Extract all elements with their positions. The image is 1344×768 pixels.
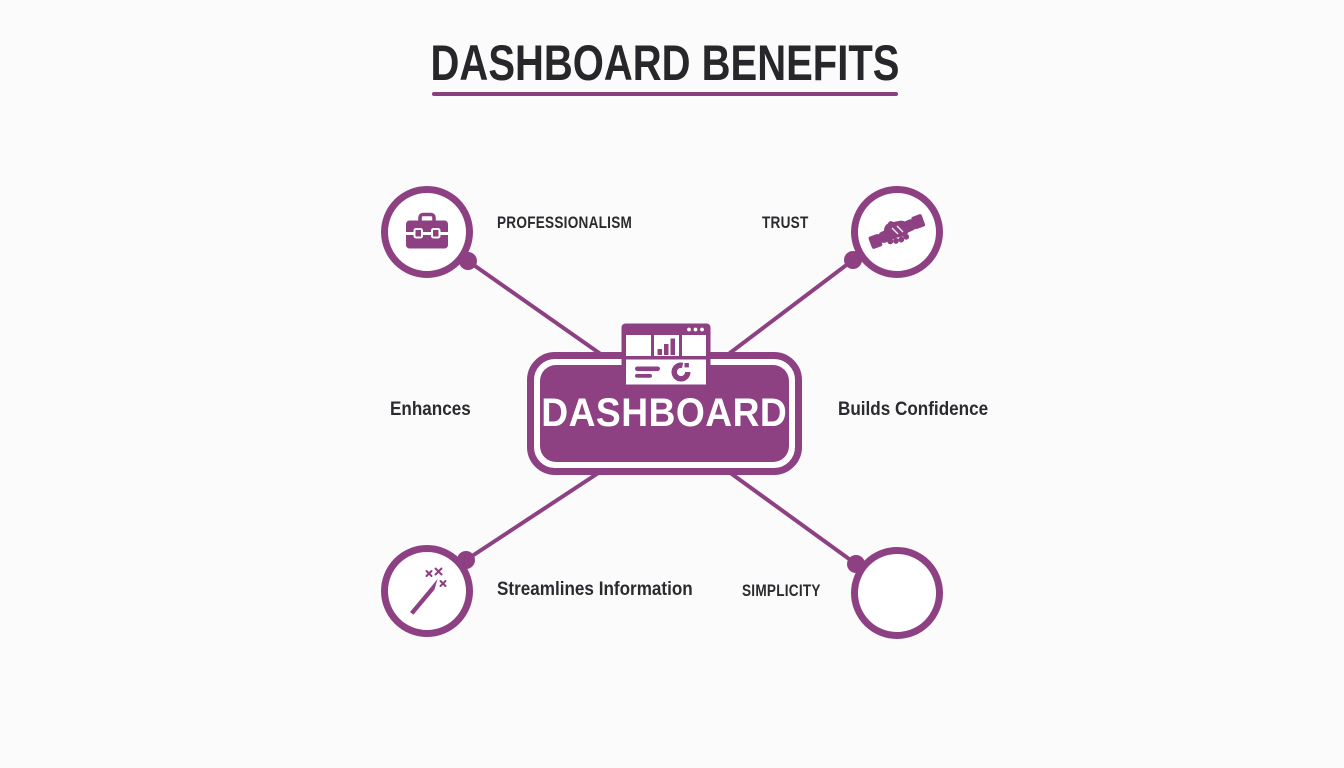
node-circle-trust <box>851 186 943 278</box>
label-enhances: Enhances <box>390 399 471 420</box>
node-circle-simplicity <box>851 547 943 639</box>
label-trust: TRUST <box>762 213 809 232</box>
label-builds-confidence: Builds Confidence <box>838 399 989 420</box>
label-simplicity: SIMPLICITY <box>742 581 821 600</box>
node-circle-professionalism <box>381 186 473 278</box>
title-underline <box>432 92 898 96</box>
label-professionalism: PROFESSIONALISM <box>497 213 633 232</box>
dashboard-label: DASHBOARD <box>541 391 788 435</box>
briefcase-icon <box>406 212 448 249</box>
page-title: DASHBOARD BENEFITS <box>430 35 900 91</box>
label-streamlines-information: Streamlines Information <box>497 579 693 600</box>
handshake-icon <box>868 214 926 249</box>
magic-wand-icon <box>410 567 447 615</box>
dashboard-window-icon <box>621 323 711 390</box>
node-circle-streamlines <box>381 545 473 637</box>
